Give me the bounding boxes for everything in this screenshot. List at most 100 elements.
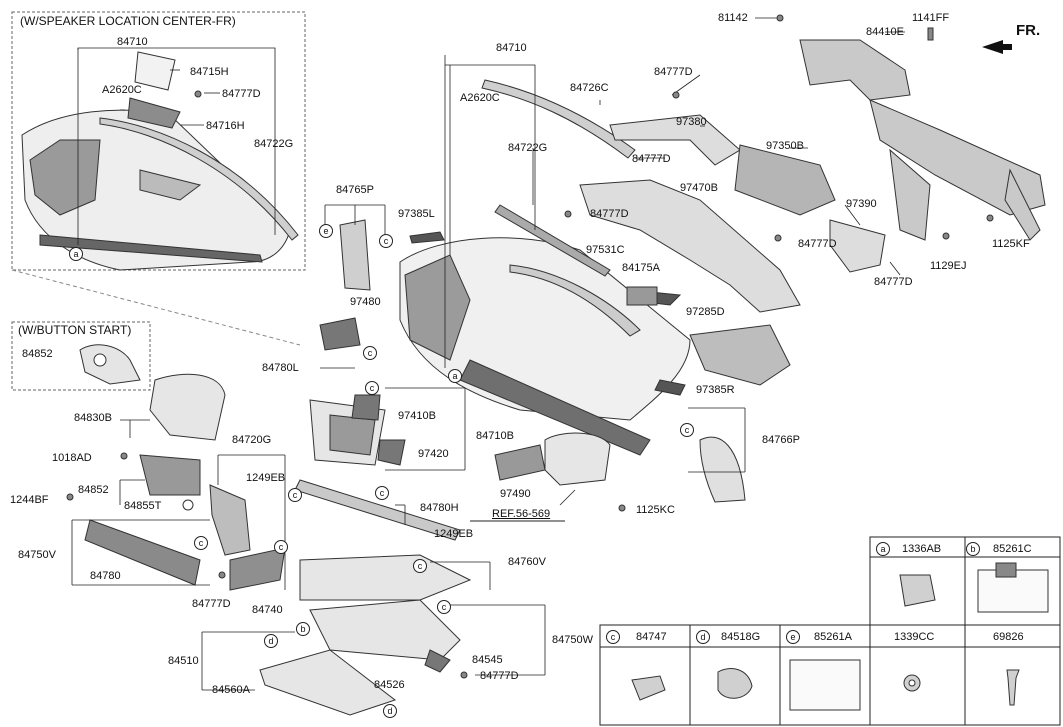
front-direction-label: FR. (1016, 22, 1041, 39)
legend-part: 69826 (993, 631, 1024, 643)
callout-letter: c (437, 600, 451, 614)
part-label: 97420 (418, 448, 449, 460)
part-label: 84855T (124, 500, 162, 512)
part-label: 84777D (874, 276, 913, 288)
panel-parts (339, 219, 791, 503)
part-label: REF.56-569 (492, 508, 551, 520)
part-label: 84560A (212, 684, 250, 696)
speaker-inset-box (11, 11, 306, 271)
part-label: 81142 (718, 12, 748, 24)
part-label: 1125KC (636, 504, 675, 516)
part-label: A2620C (102, 84, 142, 96)
callout-letter: c (413, 559, 427, 573)
part-label: 84710 (496, 42, 527, 54)
part-label: 84777D (590, 208, 629, 220)
legend-part: 1339CC (894, 631, 935, 643)
legend-part: 84518G (721, 631, 761, 643)
legend-part-icons (631, 562, 1049, 711)
part-label: 84780H (420, 502, 459, 514)
part-label: 84722G (508, 142, 548, 154)
callout-letter: c (375, 486, 389, 500)
part-label: 84710 (117, 36, 148, 48)
part-label: 97410B (398, 410, 436, 422)
part-label: 97531C (586, 244, 625, 256)
callout-letter: c (379, 234, 393, 248)
callout-letter: d (383, 704, 397, 718)
part-label: 97480 (350, 296, 381, 308)
part-label: 97470B (680, 182, 718, 194)
part-label: 84760V (508, 556, 546, 568)
part-label: 84777D (222, 88, 261, 100)
part-label: 84777D (632, 153, 671, 165)
legend-key: b (966, 542, 980, 556)
front-arrow-icon (982, 40, 1012, 54)
button-start-part (79, 344, 141, 385)
part-label: A2620C (460, 92, 500, 104)
callout-letter: c (194, 536, 208, 550)
legend-part: 85261C (993, 543, 1032, 555)
part-label: 84765P (336, 184, 374, 196)
part-label: 84710B (476, 430, 514, 442)
part-label: 1244BF (10, 494, 49, 506)
part-label: 84740 (252, 604, 283, 616)
part-label: 97390 (846, 198, 877, 210)
part-label: 84715H (190, 66, 229, 78)
part-label: 84766P (762, 434, 800, 446)
part-label: 1018AD (52, 452, 92, 464)
part-label: 84777D (654, 66, 693, 78)
part-label: 97385R (696, 384, 735, 396)
callout-letter: a (69, 247, 83, 261)
part-label: 1125KF (992, 238, 1030, 250)
speaker-variant-header: (W/SPEAKER LOCATION CENTER-FR) (20, 14, 236, 28)
callout-letter: e (319, 224, 333, 238)
button-variant-header: (W/BUTTON START) (18, 323, 132, 337)
callout-letter: b (296, 622, 310, 636)
part-label: 84852 (22, 348, 53, 360)
part-label: 97285D (686, 306, 725, 318)
part-label: 1249EB (246, 472, 286, 484)
part-label: 84750W (552, 634, 593, 646)
callout-letter: c (365, 381, 379, 395)
part-label: 84726C (570, 82, 609, 94)
fastener-parts (66, 14, 994, 679)
legend-key: c (606, 630, 620, 644)
part-label: 97350B (766, 140, 804, 152)
part-label: 84175A (622, 262, 660, 274)
air-duct-parts (579, 114, 886, 313)
part-label: 84777D (798, 238, 837, 250)
part-label: 97490 (500, 488, 531, 500)
part-label: 84545 (472, 654, 503, 666)
part-label: 97385L (398, 208, 435, 220)
part-label: 1249EB (434, 528, 474, 540)
part-label: 97380 (676, 116, 707, 128)
part-label: 84716H (206, 120, 245, 132)
part-label: 84780L (262, 362, 299, 374)
part-label: 84722G (254, 138, 294, 150)
part-label: 84510 (168, 655, 199, 667)
part-label: 1141FF (912, 12, 950, 24)
legend-part: 85261A (814, 631, 852, 643)
callout-letter: d (264, 634, 278, 648)
part-label: 1129EJ (930, 260, 967, 272)
callout-letter: c (274, 540, 288, 554)
legend-key: d (696, 630, 710, 644)
part-label: 84526 (374, 679, 405, 691)
callout-letter: c (363, 346, 377, 360)
part-label: 84852 (78, 484, 109, 496)
legend-key: e (786, 630, 800, 644)
callout-letter: c (288, 488, 302, 502)
main-dashboard-part (399, 79, 691, 456)
legend-key: a (876, 542, 890, 556)
legend-table (599, 536, 1061, 726)
callout-letter: a (448, 369, 462, 383)
part-label: 84780 (90, 570, 121, 582)
part-label: 84777D (480, 670, 519, 682)
cross-member-part (799, 39, 1046, 241)
legend-part: 84747 (636, 631, 667, 643)
part-label: 84830B (74, 412, 112, 424)
legend-part: 1336AB (902, 543, 942, 555)
button-inset-box (11, 321, 151, 391)
inset-dashboard-part (21, 51, 299, 271)
